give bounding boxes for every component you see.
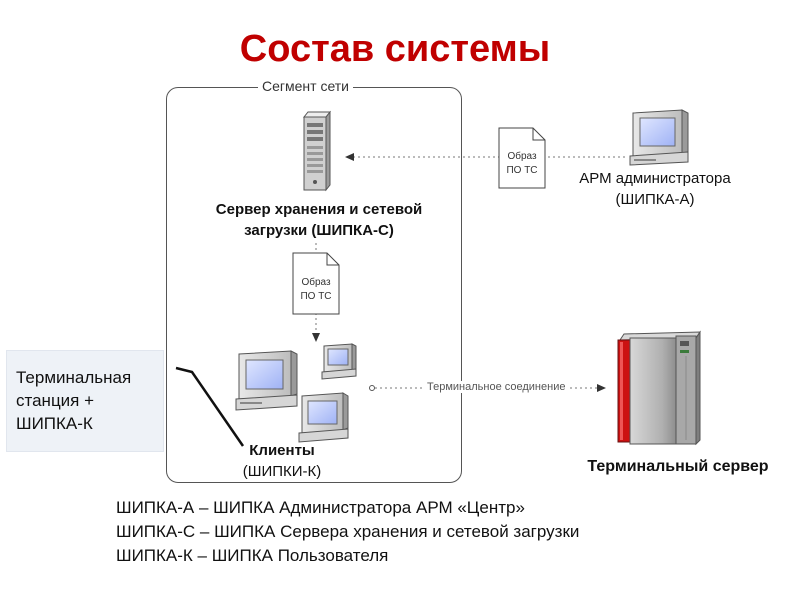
client-computer-bottom-icon [298,392,349,443]
terminal-station-line3: ШИПКА-К [16,414,93,433]
terminal-station-line1: Терминальная [16,368,132,387]
server-tower-icon [302,110,332,192]
arrow-admin-to-server [345,153,625,161]
admin-label-line1: АРМ администратора [579,170,731,187]
terminal-station-box [6,350,164,452]
page-title: Состав системы [239,28,551,70]
server-label-line2: загрузки (ШИПКА-С) [244,222,394,239]
server-label-line1: Сервер хранения и сетевой [215,201,423,218]
admin-label-line2: (ШИПКА-А) [615,191,695,208]
document-middle-line1: Образ [301,277,331,288]
document-middle-line2: ПО ТС [300,291,332,302]
admin-label: АРМ администратора (ШИПКА-А) [560,168,750,210]
document-top-line2: ПО ТС [506,165,538,176]
admin-computer-icon [629,109,689,166]
terminal-station-pointer [175,366,245,447]
document-middle-text: Образ ПО ТС [293,276,339,304]
clients-label-line2: (ШИПКИ-К) [242,463,322,480]
server-label: Сервер хранения и сетевой загрузки (ШИПК… [176,199,462,241]
clients-label-line1: Клиенты [249,442,315,459]
clients-label: Клиенты (ШИПКИ-К) [220,440,344,482]
legend-line-a: ШИПКА-А – ШИПКА Администратора АРМ «Цент… [116,498,525,517]
legend: ШИПКА-А – ШИПКА Администратора АРМ «Цент… [116,496,579,568]
client-computer-large-icon [235,350,298,411]
document-top-text: Образ ПО ТС [499,150,545,178]
terminal-connection-label: Терминальное соединение [424,381,569,393]
legend-line-k: ШИПКА-К – ШИПКА Пользователя [116,546,389,565]
terminal-station-line2: станция + [16,391,95,410]
document-icon-middle [292,252,340,315]
network-segment-label: Сегмент сети [258,78,354,94]
legend-line-s: ШИПКА-С – ШИПКА Сервера хранения и сетев… [116,522,580,541]
terminal-server-label: Терминальный сервер [587,458,769,475]
terminal-server-icon [617,330,701,446]
document-top-line1: Образ [507,151,537,162]
document-icon-top [498,127,546,189]
terminal-station-label: Терминальная станция + ШИПКА-К [16,366,131,435]
client-computer-small-icon [321,343,357,380]
